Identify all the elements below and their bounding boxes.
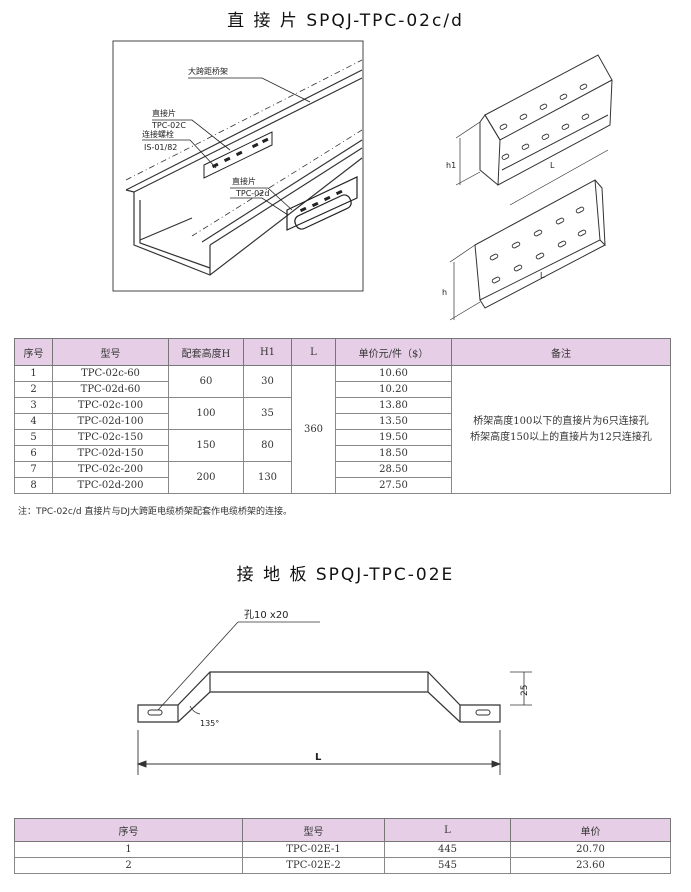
cell-h1: 30	[243, 365, 292, 398]
cell-no: 1	[14, 365, 53, 382]
cell-price: 13.50	[335, 413, 452, 430]
note-line-1: 桥架高度100以下的直接片为6只连接孔	[473, 415, 649, 427]
grounding-plate-drawing: 孔10 x20 135° 25 L	[136, 609, 532, 775]
cell-no: 4	[14, 413, 53, 430]
table-row: 3 TPC-02c-100 100 35 13.80	[14, 397, 671, 430]
cell-model: TPC-02c-100	[52, 397, 169, 414]
cell-no: 5	[14, 429, 53, 446]
cell-price: 18.50	[335, 445, 452, 462]
table-row: 2 TPC-02E-2 545 23.60	[14, 857, 671, 874]
cell-height: 100	[168, 397, 244, 430]
cell-no: 2	[14, 857, 243, 874]
cell-no: 2	[14, 381, 53, 398]
cell-length: 360	[291, 365, 336, 494]
col-header-model: 型号	[52, 338, 169, 366]
label-connecting-bolt: 连接螺栓	[142, 129, 174, 139]
cell-no: 6	[14, 445, 53, 462]
col-header-note: 备注	[451, 338, 671, 366]
col-header-h1: H1	[243, 338, 292, 366]
cell-price: 19.50	[335, 429, 452, 446]
label-bolt-code: IS-01/82	[144, 143, 177, 152]
section-title-connector-plate: 直 接 片 SPQJ-TPC-02c/d	[227, 11, 464, 31]
cell-model: TPC-02E-2	[242, 857, 385, 874]
cell-model: TPC-02d-200	[52, 477, 169, 494]
label-length: L	[315, 752, 322, 763]
label-h: h	[442, 288, 447, 297]
label-code-d: TPC-02d	[235, 189, 269, 198]
cell-no: 3	[14, 397, 53, 414]
col-header-no: 序号	[14, 818, 243, 842]
cell-h1: 35	[243, 397, 292, 430]
installation-drawing: 大跨距桥架 直接片 TPC-02C 连接螺栓 IS-01/82 直接片 TPC-…	[112, 40, 364, 292]
cell-price: 23.60	[510, 857, 671, 874]
connector-plate-spec-table: 序号 型号 配套高度H H1 L 单价元/件（$） 备注 1 TPC-02c-6…	[14, 338, 671, 494]
cell-h1: 80	[243, 429, 292, 462]
cell-model: TPC-02c-200	[52, 461, 169, 478]
grounding-plate-spec-table: 序号 型号 L 单价 1 TPC-02E-1 445 20.70 2 TPC-0…	[14, 818, 671, 874]
cell-no: 1	[14, 841, 243, 858]
label-connector-plate-c: 直接片	[152, 108, 176, 118]
table-row: 6 TPC-02d-150 18.50	[14, 445, 671, 462]
col-header-no: 序号	[14, 338, 53, 366]
cell-height: 60	[168, 365, 244, 398]
table-row: 1 TPC-02c-60 60 30 360 10.60 桥架高度100以下的直…	[14, 365, 671, 494]
col-header-price: 单价元/件（$）	[335, 338, 452, 366]
label-h1: h1	[446, 161, 456, 170]
cell-h1: 130	[243, 461, 292, 494]
table-row: 8 TPC-02d-200 27.50	[14, 477, 671, 494]
table-row: 5 TPC-02c-150 150 80 19.50	[14, 429, 671, 462]
cell-model: TPC-02E-1	[242, 841, 385, 858]
label-height: 25	[520, 685, 530, 696]
label-hole-size: 孔10 x20	[244, 609, 289, 621]
col-header-model: 型号	[242, 818, 385, 842]
label-length-top: L	[550, 161, 555, 170]
cell-price: 10.60	[335, 365, 452, 382]
table-header-row: 序号 型号 配套高度H H1 L 单价元/件（$） 备注	[14, 338, 671, 366]
label-long-span-tray: 大跨距桥架	[188, 66, 228, 76]
cell-height: 150	[168, 429, 244, 462]
table-row: 7 TPC-02c-200 200 130 28.50	[14, 461, 671, 494]
cell-model: TPC-02c-60	[52, 365, 169, 382]
table-row: 1 TPC-02E-1 445 20.70	[14, 841, 671, 858]
label-code-c: TPC-02C	[151, 121, 186, 130]
note-line-2: 桥架高度150以上的直接片为12只连接孔	[470, 431, 652, 443]
col-header-price: 单价	[510, 818, 671, 842]
cell-no: 8	[14, 477, 53, 494]
plate-detail-drawing: h1 L h L	[442, 54, 613, 321]
table-header-row: 序号 型号 L 单价	[14, 818, 671, 842]
cell-length: 545	[384, 857, 511, 874]
col-header-length: L	[384, 818, 511, 842]
table-footnote: 注：TPC-02c/d 直接片与DJ大跨距电缆桥架配套作电缆桥架的连接。	[18, 507, 293, 517]
col-header-length: L	[291, 338, 336, 366]
cell-model: TPC-02d-100	[52, 413, 169, 430]
cell-height: 200	[168, 461, 244, 494]
section-title-grounding-plate: 接 地 板 SPQJ-TPC-02E	[236, 565, 455, 585]
label-connector-plate-d: 直接片	[232, 176, 256, 186]
cell-price: 20.70	[510, 841, 671, 858]
cell-model: TPC-02c-150	[52, 429, 169, 446]
cell-note: 桥架高度100以下的直接片为6只连接孔 桥架高度150以上的直接片为12只连接孔	[451, 365, 671, 494]
label-angle: 135°	[200, 719, 219, 728]
label-length-bottom: L	[540, 271, 545, 280]
cell-price: 27.50	[335, 477, 452, 494]
cell-length: 445	[384, 841, 511, 858]
cell-no: 7	[14, 461, 53, 478]
cell-price: 10.20	[335, 381, 452, 398]
cell-price: 13.80	[335, 397, 452, 414]
cell-price: 28.50	[335, 461, 452, 478]
cell-model: TPC-02d-150	[52, 445, 169, 462]
cell-model: TPC-02d-60	[52, 381, 169, 398]
col-header-height: 配套高度H	[168, 338, 244, 366]
